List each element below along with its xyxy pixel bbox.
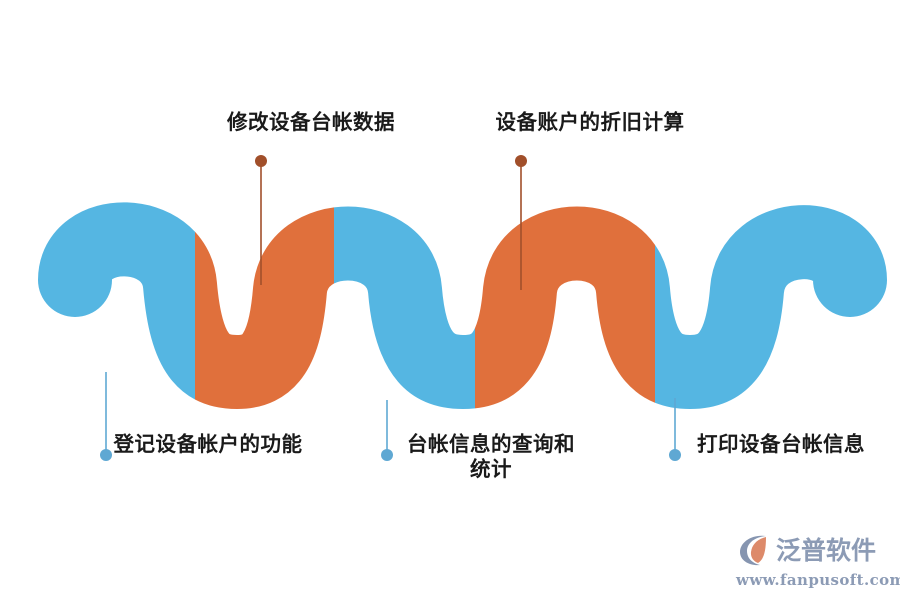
callout-label-top-1[interactable]: 修改设备台帐数据 [227,111,395,134]
fanpu-logo-icon [736,532,774,568]
connector-dot-top-2[interactable] [515,155,527,167]
connector-dot-bottom-2[interactable] [381,449,393,461]
connector-dot-bottom-3[interactable] [669,449,681,461]
callout-label-top-2[interactable]: 设备账户的折旧计算 [495,111,685,134]
wave-band-group [75,239,850,372]
connector-group [100,155,681,461]
connector-dot-bottom-1[interactable] [100,449,112,461]
watermark-brand: 泛普软件 [776,535,877,565]
callout-label-bottom-3[interactable]: 打印设备台帐信息 [697,433,865,456]
watermark: 泛普软件 www.fanpusoft.com [736,530,900,592]
watermark-logo-row: 泛普软件 [736,530,886,570]
connector-dot-top-1[interactable] [255,155,267,167]
callout-label-bottom-1[interactable]: 登记设备帐户的功能 [113,433,303,456]
callout-label-bottom-2[interactable]: 台帐信息的查询和 统计 [407,433,575,481]
watermark-url: www.fanpusoft.com [736,571,900,589]
